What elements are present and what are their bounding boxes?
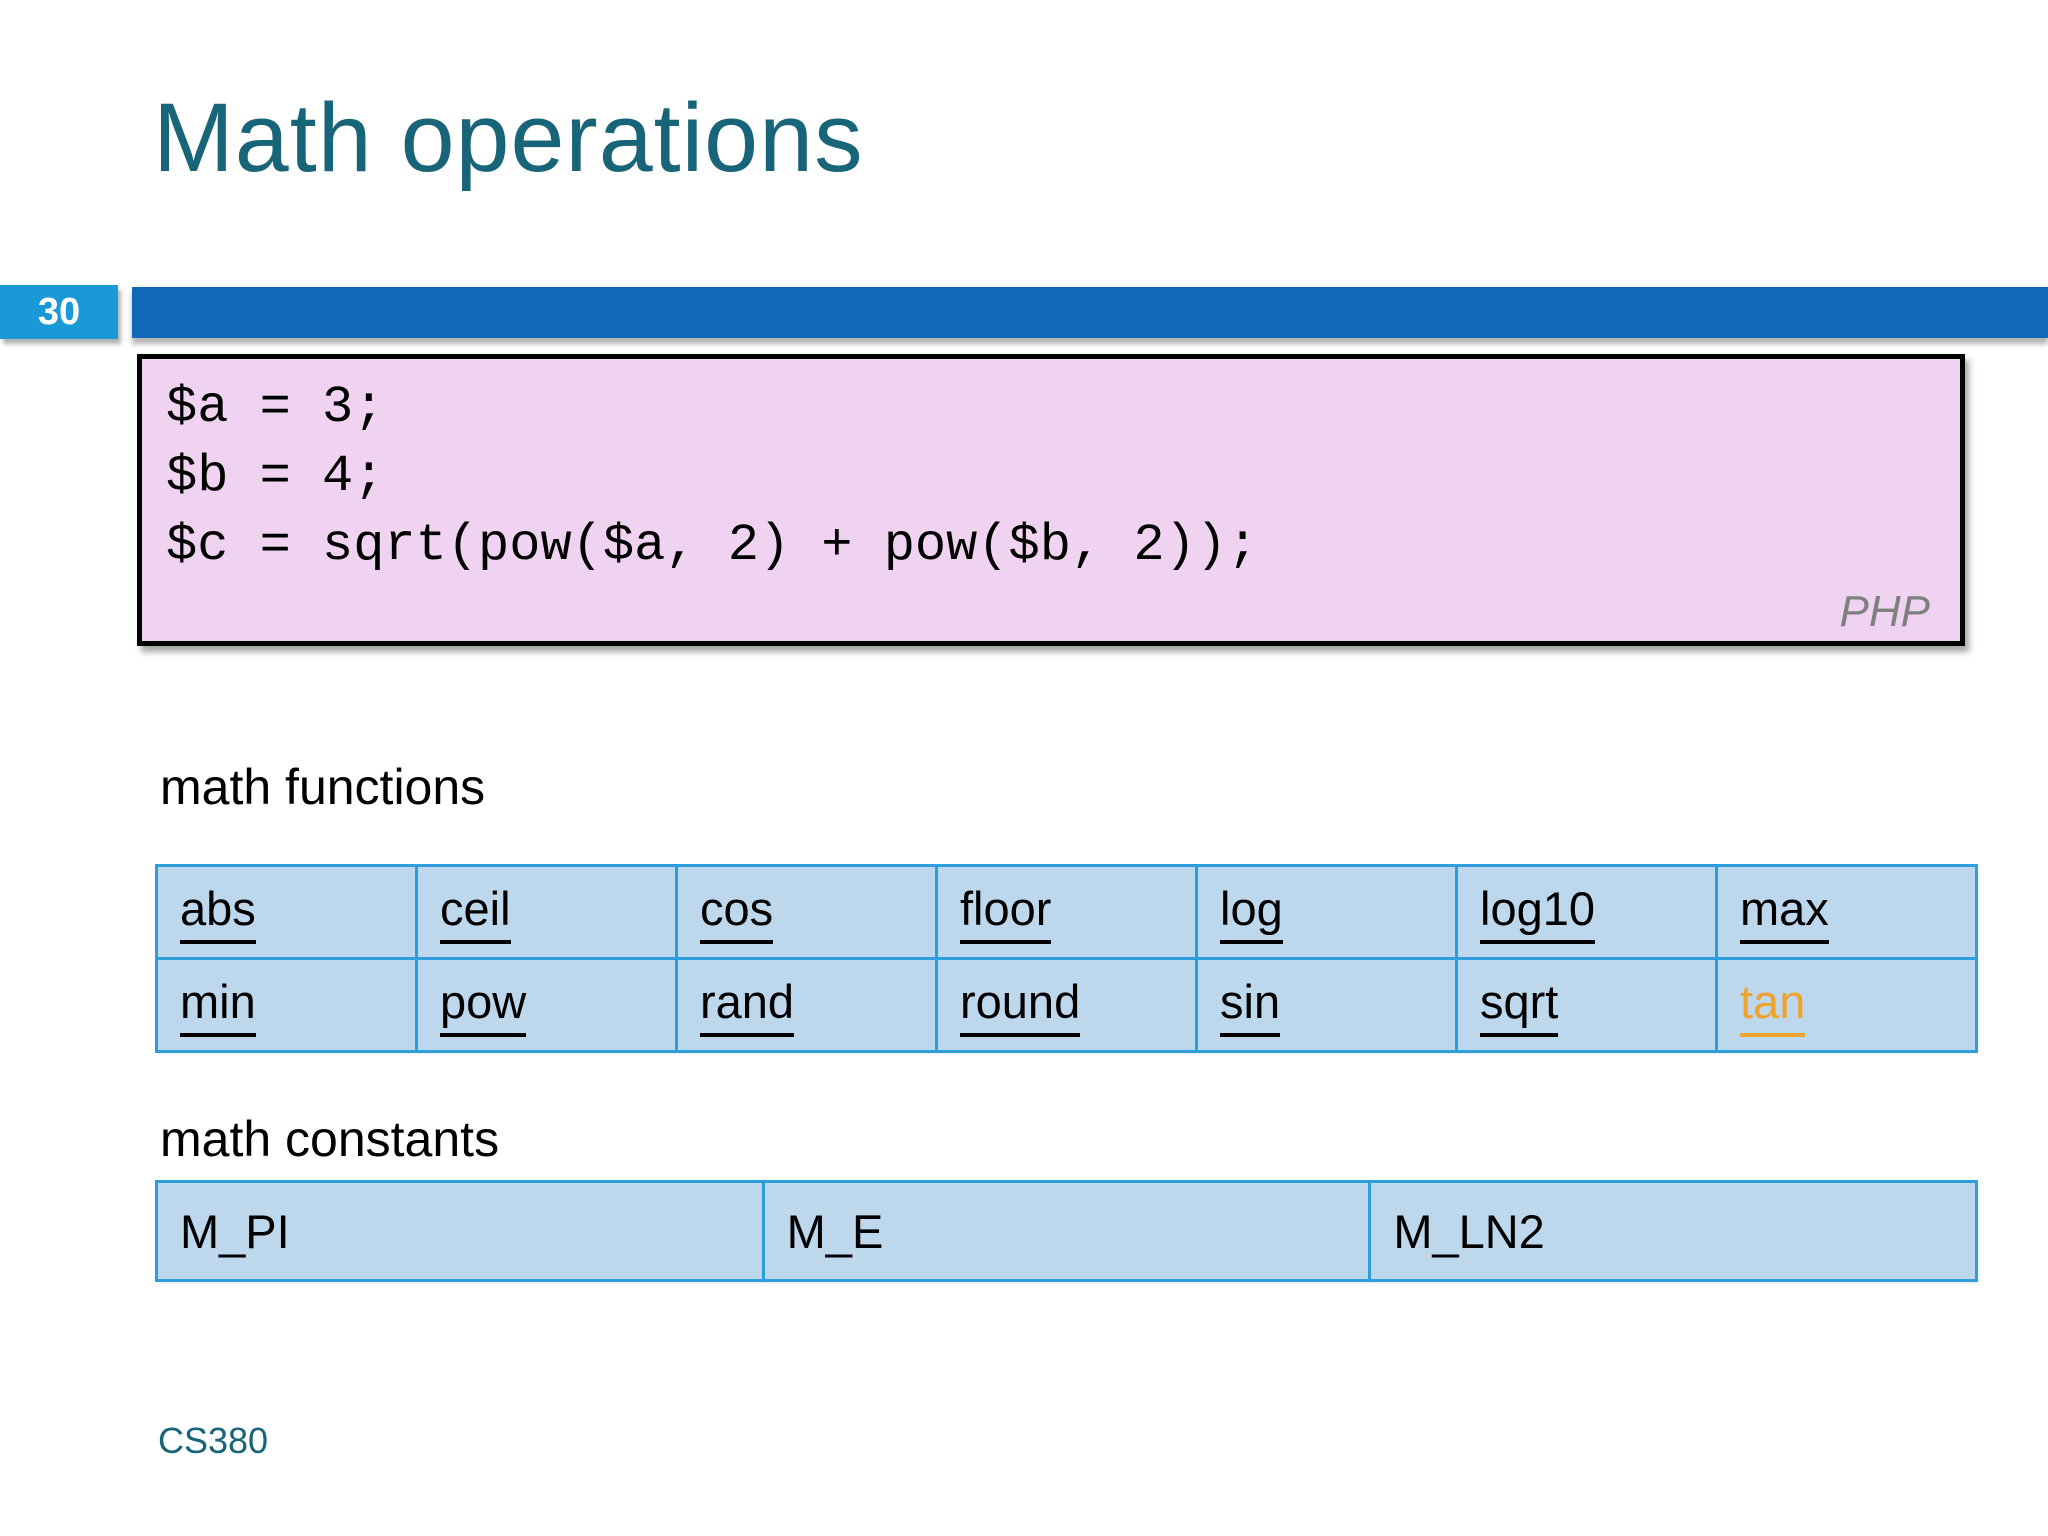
header-bar (132, 287, 2048, 338)
function-link-floor[interactable]: floor (960, 881, 1052, 944)
slide-number: 30 (37, 290, 81, 333)
function-link-tan[interactable]: tan (1740, 974, 1806, 1037)
table-cell: sin (1195, 957, 1458, 1053)
function-link-log[interactable]: log (1220, 881, 1283, 944)
constant-cell-m-pi: M_PI (155, 1180, 765, 1282)
math-constants-table: M_PI M_E M_LN2 (155, 1180, 1978, 1282)
table-cell: log (1195, 864, 1458, 960)
table-cell: sqrt (1455, 957, 1718, 1053)
math-constants-row: M_PI M_E M_LN2 (155, 1180, 1978, 1282)
table-cell: tan (1715, 957, 1978, 1053)
footer-course-label: CS380 (158, 1420, 269, 1461)
function-link-max[interactable]: max (1740, 881, 1829, 944)
table-cell: rand (675, 957, 938, 1053)
table-cell: log10 (1455, 864, 1718, 960)
function-link-round[interactable]: round (960, 974, 1081, 1037)
function-link-pow[interactable]: pow (440, 974, 527, 1037)
table-cell: cos (675, 864, 938, 960)
table-cell: min (155, 957, 418, 1053)
table-cell: round (935, 957, 1198, 1053)
constant-cell-m-e: M_E (761, 1180, 1372, 1282)
php-language-label: PHP (1839, 587, 1930, 636)
function-link-cos[interactable]: cos (700, 881, 774, 944)
function-link-log10[interactable]: log10 (1480, 881, 1595, 944)
slide-number-badge: 30 (0, 285, 118, 339)
table-cell: pow (415, 957, 678, 1053)
slide-title: Math operations (153, 83, 864, 192)
math-functions-row-2: min pow rand round sin sqrt tan (155, 957, 1978, 1053)
function-link-sqrt[interactable]: sqrt (1480, 974, 1559, 1037)
function-link-sin[interactable]: sin (1220, 974, 1281, 1037)
math-functions-row-1: abs ceil cos floor log log10 max (155, 864, 1978, 960)
php-code-box: $a = 3; $b = 4; $c = sqrt(pow($a, 2) + p… (137, 354, 1965, 646)
code-line-1: $a = 3; (166, 378, 385, 437)
table-cell: ceil (415, 864, 678, 960)
table-cell: max (1715, 864, 1978, 960)
math-constants-label: math constants (160, 1111, 500, 1167)
code-line-2: $b = 4; (166, 447, 385, 506)
code-line-3: $c = sqrt(pow($a, 2) + pow($b, 2)); (166, 516, 1259, 575)
function-link-min[interactable]: min (180, 974, 256, 1037)
function-link-rand[interactable]: rand (700, 974, 795, 1037)
constant-cell-m-ln2: M_LN2 (1368, 1180, 1978, 1282)
function-link-ceil[interactable]: ceil (440, 881, 511, 944)
math-functions-table: abs ceil cos floor log log10 max min pow… (155, 864, 1978, 1053)
table-cell: floor (935, 864, 1198, 960)
math-functions-label: math functions (160, 759, 486, 815)
table-cell: abs (155, 864, 418, 960)
function-link-abs[interactable]: abs (180, 881, 256, 944)
